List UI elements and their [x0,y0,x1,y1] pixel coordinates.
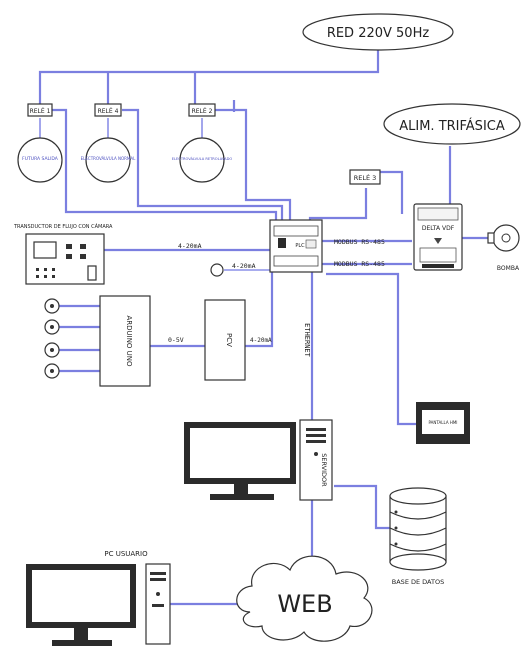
svg-text:PCV: PCV [225,333,233,347]
svg-text:PLC: PLC [295,243,305,249]
sensor-4 [44,363,60,379]
svg-text:RELÉ 1: RELÉ 1 [30,107,51,115]
ma-pcv-label: 4-20mA [250,337,272,344]
ma-transductor-label: 4-20mA [178,242,202,250]
svg-text:RELÉ 4: RELÉ 4 [98,107,119,115]
hmi-screen: PANTALLA HMI [416,402,470,444]
database [389,487,447,571]
server: SERVIDOR [299,419,333,501]
svg-text:RELÉ 2: RELÉ 2 [192,107,213,115]
ma-sensor-label: 4-20mA [232,262,256,270]
svg-text:BOMBA: BOMBA [497,265,520,272]
pump: BOMBA [487,224,520,272]
alim-trifasica-label: ALIM. TRIFÁSICA [399,118,505,134]
transductor [25,233,105,285]
base-datos-label: BASE DE DATOS [392,578,444,586]
sensor-3 [44,342,60,358]
sensor-gauge [210,263,224,277]
relay-4: RELÉ 4 [94,103,122,117]
relay-2: RELÉ 2 [188,103,216,117]
transductor-label: TRANSDUCTOR DE FLUJO CON CÁMARA [13,223,113,230]
plc: PLC [269,219,323,273]
pc-usuario-label: PC USUARIO [104,550,148,558]
v05-label: 0-5V [168,336,184,344]
ethernet-label: ETHERNET [303,323,311,358]
server-monitor [184,422,296,500]
svg-text:ELECTROVÁLVULA NORMAL: ELECTROVÁLVULA NORMAL [81,156,136,161]
arduino: ARDUINO UNO [99,295,151,387]
delta-vdf: DELTA VDF [413,203,463,271]
relay-1: RELÉ 1 [27,103,53,117]
alim-trifasica-ellipse [383,103,521,145]
red-220v-ellipse [302,13,454,51]
sensor-1 [44,298,60,314]
svg-text:ELECTROVÁLVULA RETROLAVADO: ELECTROVÁLVULA RETROLAVADO [172,156,233,161]
valve-normal: ELECTROVÁLVULA NORMAL [81,137,136,183]
red-220v-label: RED 220V 50Hz [327,26,430,41]
pc-usuario-monitor [26,564,136,646]
web-cloud [236,555,373,642]
svg-text:FUTURA SALIDA: FUTURA SALIDA [22,156,59,162]
svg-text:SERVIDOR: SERVIDOR [320,453,328,487]
modbus-1-label: MODBUS RS-485 [334,238,385,246]
svg-text:ARDUINO UNO: ARDUINO UNO [125,315,133,367]
svg-text:RELÉ 3: RELÉ 3 [354,173,377,182]
relay-3: RELÉ 3 [349,169,381,185]
web-label: WEB [277,590,332,618]
modbus-2-label: MODBUS RS-485 [334,260,385,268]
svg-text:DELTA VDF: DELTA VDF [422,225,455,232]
pcv: PCV [204,299,246,381]
valve-retrolavado: ELECTROVÁLVULA RETROLAVADO [172,137,233,183]
pc-usuario-tower [145,563,171,645]
sensor-2 [44,319,60,335]
valve-futura-salida: FUTURA SALIDA [17,137,63,183]
svg-text:PANTALLA HMI: PANTALLA HMI [429,420,458,425]
